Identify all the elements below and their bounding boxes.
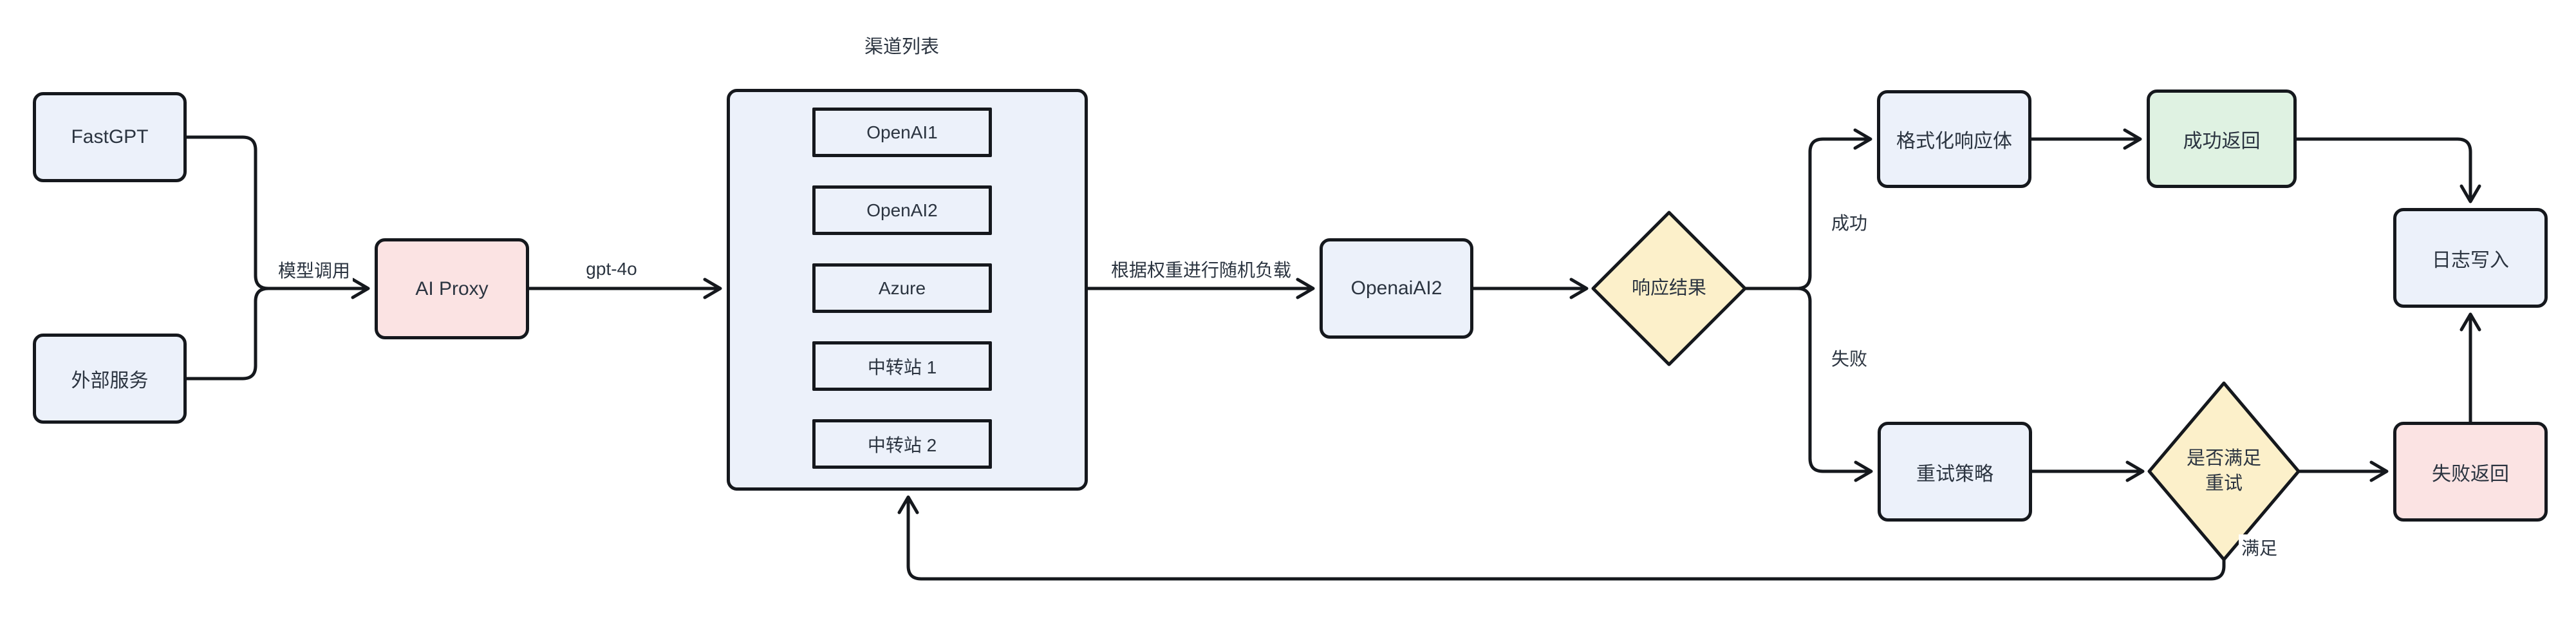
edge-label-fail: 失败 — [1828, 345, 1871, 371]
node-channel-openai2: OpenAI2 — [812, 185, 992, 235]
edge-label-load-balance: 根据权重进行随机负载 — [1108, 256, 1294, 282]
node-retry-check-line2: 重试 — [2205, 473, 2243, 494]
node-retry-check-line1: 是否满足 — [2186, 448, 2262, 469]
edge-response-fail-branch — [1795, 287, 1873, 482]
node-success-return: 成功返回 — [2147, 90, 2297, 188]
node-channel-azure: Azure — [812, 263, 992, 313]
edge-label-gpt-4o: gpt-4o — [583, 259, 640, 279]
node-response-result-label: 响应结果 — [1631, 278, 1707, 299]
node-fail-return: 失败返回 — [2393, 422, 2548, 522]
node-channel-relay2: 中转站 2 — [812, 419, 992, 469]
edge-label-success: 成功 — [1828, 209, 1871, 235]
node-retry-check-label: 是否满足 重试 — [2187, 446, 2261, 496]
node-openai-ai2: OpenaiAI2 — [1320, 238, 1473, 339]
edge-label-model-call: 模型调用 — [275, 257, 353, 283]
node-log-write: 日志写入 — [2393, 208, 2548, 308]
edge-success-to-logwrite — [2295, 137, 2481, 203]
node-external-service: 外部服务 — [33, 334, 187, 424]
node-channel-relay1: 中转站 1 — [812, 341, 992, 391]
subgraph-title-channel-list: 渠道列表 — [864, 37, 940, 57]
edge-label-satisfy: 满足 — [2238, 534, 2281, 560]
edge-external-to-aiproxy — [185, 287, 270, 381]
node-retry-strategy: 重试策略 — [1878, 422, 2032, 522]
node-format-response: 格式化响应体 — [1877, 90, 2031, 188]
node-ai-proxy: AI Proxy — [375, 238, 529, 339]
node-fastgpt: FastGPT — [33, 92, 187, 182]
node-channel-openai1: OpenAI1 — [812, 108, 992, 157]
